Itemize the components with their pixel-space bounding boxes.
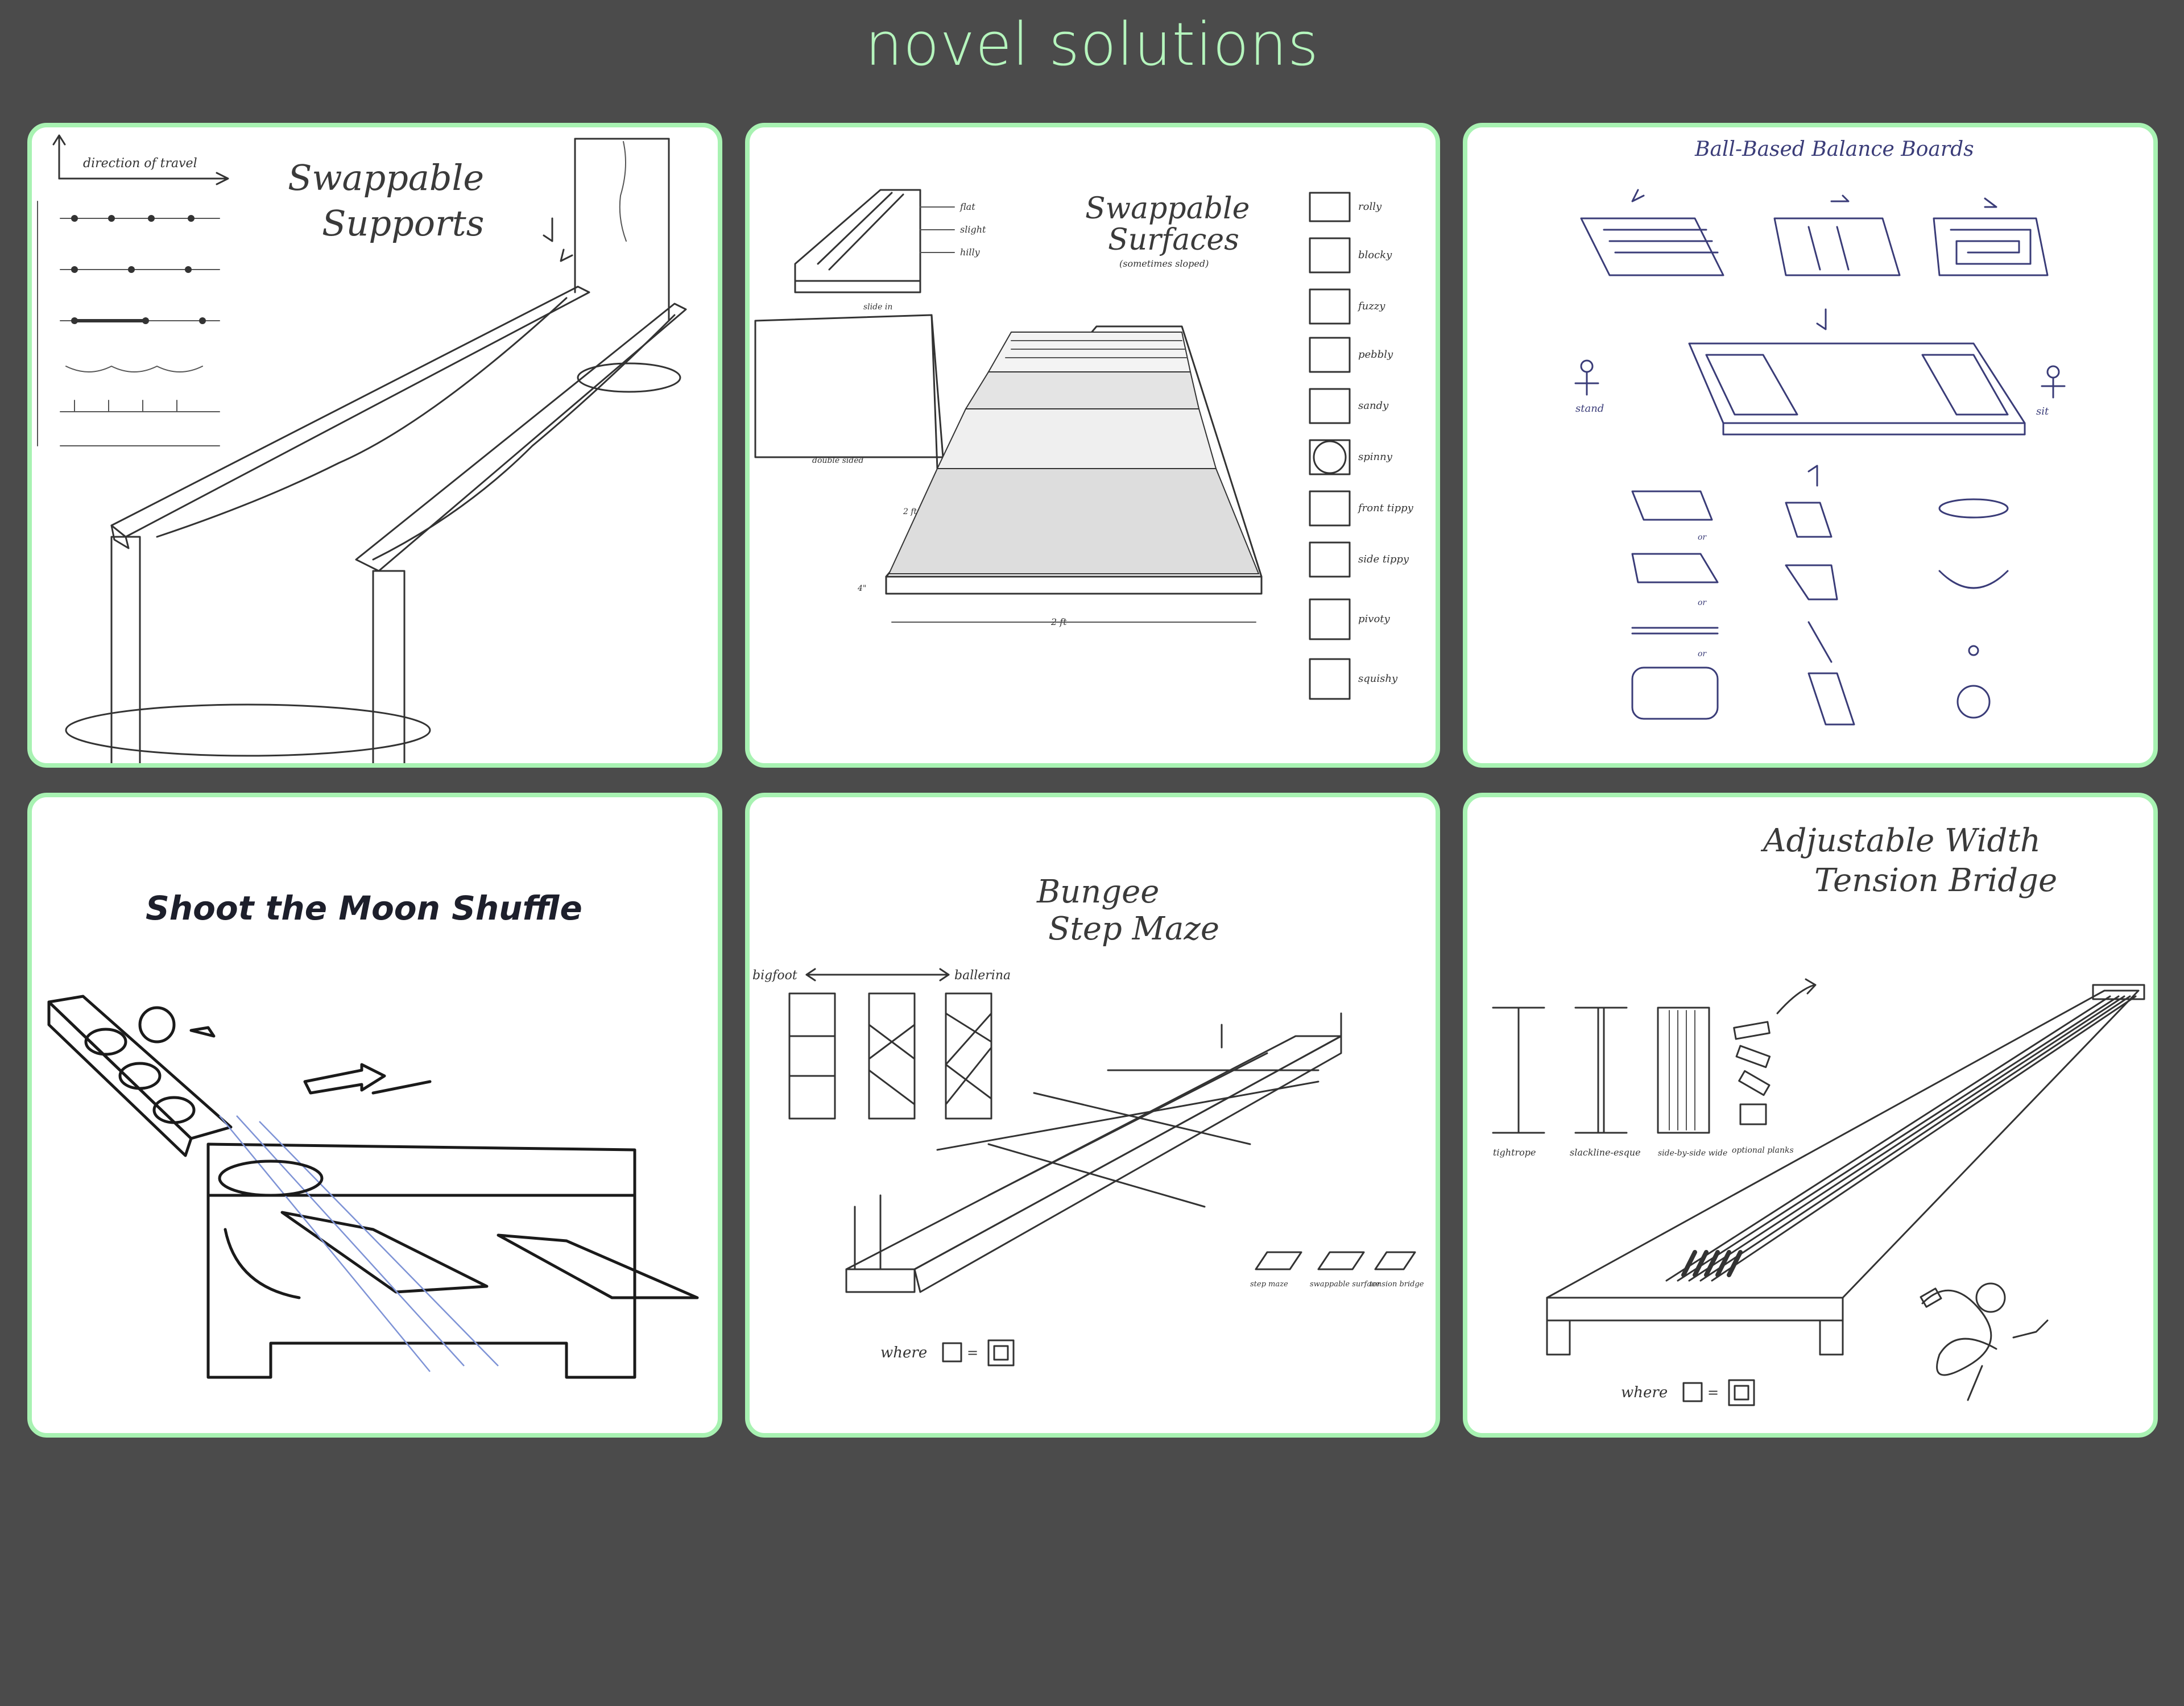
card-title-line1: Swappable (1085, 192, 1250, 226)
surface-sandy: sandy (1358, 400, 1389, 412)
module-tension-bridge: tension bridge (1370, 1280, 1424, 1289)
card-ball-based-balance-boards[interactable]: Ball-Based Balance Boards stand sit (1463, 123, 2158, 768)
card-adjustable-width-tension-bridge[interactable]: Adjustable Width Tension Bridge tightrop… (1463, 793, 2158, 1438)
surface-squishy: squishy (1358, 673, 1398, 685)
stand-label: stand (1575, 403, 1604, 415)
bridge-frame (1547, 985, 2144, 1355)
surface-blocky: blocky (1358, 249, 1392, 261)
tension-hardware (1921, 1283, 2048, 1400)
surface-spinny: spinny (1358, 451, 1393, 463)
legend-where: where (880, 1344, 927, 1361)
swappable-supports-sketch: Swappable Supports direction of travel (32, 127, 718, 763)
slope-flat: flat (959, 201, 975, 212)
shuffle-table (208, 1116, 697, 1377)
or-label-2: or (1698, 598, 1707, 607)
sit-label: sit (2036, 405, 2049, 417)
maze-trough (846, 1013, 1341, 1292)
legend-equals: = (967, 1345, 978, 1361)
legend: where = (1621, 1380, 1754, 1405)
bigfoot-ballerina-scale: bigfoot ballerina (752, 968, 1011, 1119)
surface-fuzzy: fuzzy (1357, 300, 1385, 312)
card-title-line2: Supports (322, 202, 484, 244)
scale-bigfoot: bigfoot (752, 968, 797, 983)
mode-side-by-side: side-by-side wide (1658, 1149, 1727, 1158)
mode-tightrope: tightrope (1493, 1147, 1536, 1158)
surface-rolly: rolly (1358, 201, 1382, 213)
bungee-step-maze-sketch: Bungee Step Maze bigfoot ballerina (750, 797, 1436, 1433)
tray-sketch: flat slight hilly slide in double sided (755, 190, 986, 469)
mode-optional-planks: optional planks (1732, 1146, 1794, 1155)
shoot-the-moon-sketch: Shoot the Moon Shuffle (32, 797, 718, 1433)
card-title: Shoot the Moon Shuffle (146, 889, 582, 927)
board-top-row (1581, 190, 2048, 329)
surface-legend: rolly blocky fuzzy pebbly sandy spinny f… (1310, 193, 1414, 699)
swappable-surfaces-sketch: Swappable Surfaces (sometimes sloped) fl… (750, 127, 1436, 763)
or-label-1: or (1698, 533, 1707, 542)
card-title-line1: Adjustable Width (1760, 822, 2041, 859)
module-step-maze: step maze (1250, 1280, 1288, 1289)
card-title-line1: Swappable (288, 157, 484, 198)
surface-pivoty: pivoty (1358, 613, 1391, 625)
surface-track: 2 ft 2 ft 4" (857, 326, 1261, 627)
card-swappable-surfaces[interactable]: Swappable Surfaces (sometimes sloped) fl… (745, 123, 1440, 768)
card-title-line1: Bungee (1036, 873, 1159, 910)
card-title: Ball-Based Balance Boards (1694, 138, 1974, 161)
shuffle-rail (49, 996, 430, 1156)
or-label-3: or (1698, 649, 1707, 659)
legend-equals: = (1707, 1385, 1719, 1401)
double-sided-label: double sided (812, 456, 863, 465)
card-swappable-supports[interactable]: Swappable Supports direction of travel (27, 123, 722, 768)
surface-front-tippy: front tippy (1357, 502, 1414, 514)
legend: where = (880, 1340, 1014, 1365)
surface-pebbly: pebbly (1358, 349, 1393, 361)
balance-boards-sketch: Ball-Based Balance Boards stand sit (1467, 127, 2153, 763)
card-title-line2: Surfaces (1108, 223, 1239, 257)
module-icons: step maze swappable surface tension brid… (1250, 1252, 1424, 1289)
card-title-line2: Step Maze (1048, 910, 1219, 947)
base-options: or or or (1632, 491, 2008, 724)
slope-hilly: hilly (960, 247, 981, 258)
width-label-2ft: 2 ft (903, 507, 917, 516)
mode-slackline: slackline-esque (1570, 1147, 1641, 1158)
width-modes: tightrope slackline-esque side-by-side w… (1493, 979, 1815, 1158)
page-title: novel solutions (0, 5, 2184, 84)
card-bungee-step-maze[interactable]: Bungee Step Maze bigfoot ballerina (745, 793, 1440, 1438)
tension-bridge-sketch: Adjustable Width Tension Bridge tightrop… (1467, 797, 2153, 1433)
travel-label: direction of travel (83, 156, 197, 171)
support-variants (38, 201, 220, 446)
depth-label-4in: 4" (857, 584, 866, 593)
board-main: stand sit (1575, 343, 2065, 486)
legend-where: where (1621, 1384, 1668, 1401)
slope-slight: slight (960, 224, 986, 235)
slide-in-label: slide in (863, 303, 892, 312)
card-subtitle: (sometimes sloped) (1119, 258, 1209, 269)
card-shoot-the-moon-shuffle[interactable]: Shoot the Moon Shuffle (27, 793, 722, 1438)
card-title-line2: Tension Bridge (1814, 862, 2057, 899)
surface-side-tippy: side tippy (1358, 553, 1409, 565)
scale-ballerina: ballerina (954, 968, 1011, 983)
